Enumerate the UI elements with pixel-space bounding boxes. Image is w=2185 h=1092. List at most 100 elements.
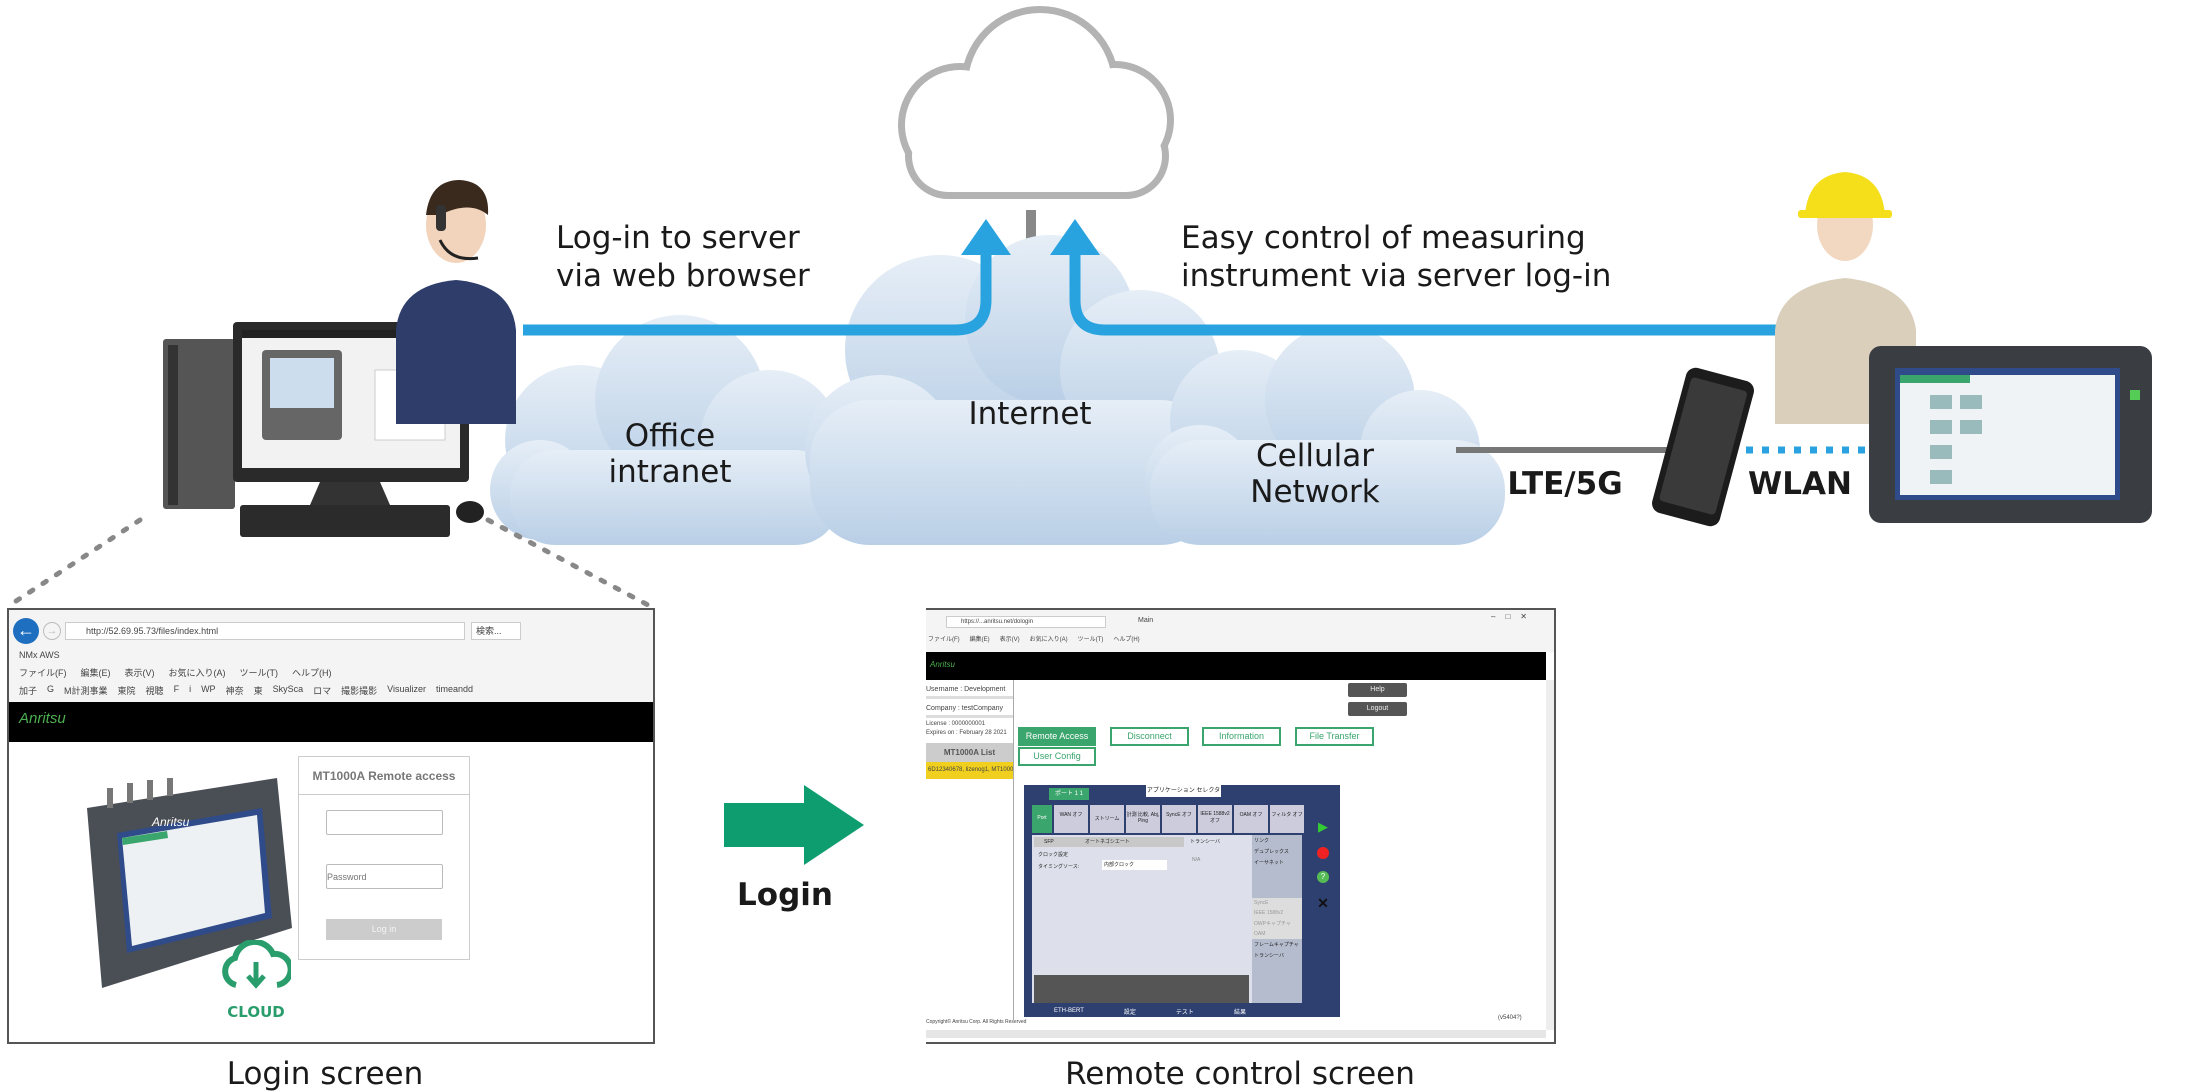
- instrument-tab[interactable]: 計測 比較, Abj, Ping: [1126, 805, 1160, 833]
- menu-bar: ファイル(F) 編集(E) 表示(V) お気に入り(A) ツール(T) ヘルプ(…: [928, 634, 1140, 643]
- wlan-label: WLAN: [1748, 466, 1852, 502]
- password-input[interactable]: [326, 864, 443, 889]
- logout-button[interactable]: Logout: [1348, 702, 1407, 716]
- timing-source-label: タイミングソース:: [1038, 864, 1080, 870]
- app-selector[interactable]: アプリケーション セレクタ: [1146, 785, 1221, 797]
- favorite-link[interactable]: 撮影撮影: [341, 686, 378, 696]
- device-list-item[interactable]: 6D12340678, lizenog1, MT1000: [926, 762, 1013, 779]
- favorite-link[interactable]: 神奈: [225, 686, 244, 696]
- menu-file[interactable]: ファイル(F): [19, 668, 67, 678]
- menu-tools[interactable]: ツール(T): [239, 668, 279, 678]
- window-controls[interactable]: –□✕: [1491, 612, 1537, 621]
- favorite-link[interactable]: G: [47, 684, 55, 694]
- label-line: Log-in to server: [556, 220, 800, 256]
- office-intranet-cloud: [490, 315, 840, 545]
- side-item[interactable]: IEEE 1588v2: [1252, 908, 1302, 918]
- side-item[interactable]: フレームキャプチャ: [1254, 942, 1299, 948]
- copyright-text: Copyright© Anritsu Corp. All Rights Rese…: [926, 1019, 1027, 1025]
- help-icon[interactable]: ?: [1317, 871, 1329, 883]
- favorite-link[interactable]: ロマ: [313, 686, 332, 696]
- device-brand: Anritsu: [151, 815, 190, 829]
- link-label: リンク: [1254, 838, 1270, 844]
- lte-label: LTE/5G: [1507, 466, 1623, 502]
- login-button[interactable]: Log in: [326, 919, 442, 940]
- favorite-link[interactable]: WP: [201, 684, 216, 694]
- instrument-tab[interactable]: ストリーム: [1090, 805, 1124, 833]
- url-bar[interactable]: https://...anritsu.net/dologin: [946, 616, 1106, 628]
- url-bar[interactable]: http://52.69.95.73/files/index.html: [65, 622, 465, 640]
- menu-help[interactable]: ヘルプ(H): [292, 668, 332, 678]
- menu-favorites[interactable]: お気に入り(A): [1029, 637, 1068, 643]
- instrument-remote-screen[interactable]: ポート 1 1 アプリケーション セレクタ Port WAN オフ ストリーム …: [1024, 785, 1340, 1017]
- instrument-tab[interactable]: WAN オフ: [1054, 805, 1088, 833]
- port-indicator[interactable]: ポート 1 1: [1049, 788, 1089, 800]
- label-line: intranet: [608, 454, 732, 490]
- instrument-tab[interactable]: IEEE 1588v2 オフ: [1198, 805, 1232, 833]
- mt1000a-device-image: Anritsu: [87, 778, 292, 988]
- username-label: Username : Development: [926, 680, 1013, 699]
- na-value: N/A: [1192, 857, 1201, 863]
- menu-edit[interactable]: 編集(E): [969, 637, 990, 643]
- information-button[interactable]: Information: [1202, 727, 1281, 746]
- help-button[interactable]: Help: [1348, 683, 1407, 697]
- remote-access-button[interactable]: Remote Access: [1018, 727, 1096, 746]
- favorite-link[interactable]: timeandd: [436, 684, 474, 694]
- menu-file[interactable]: ファイル(F): [928, 637, 960, 643]
- sfp-row: SFP オートネゴシエート: [1034, 837, 1184, 847]
- user-config-button[interactable]: User Config: [1018, 747, 1096, 766]
- bottom-setup[interactable]: 設定: [1123, 1009, 1136, 1016]
- remote-screen-caption: Remote control screen: [1065, 1056, 1415, 1092]
- horizontal-scrollbar[interactable]: [926, 1030, 1546, 1038]
- side-item[interactable]: OAM: [1252, 929, 1302, 939]
- file-transfer-button[interactable]: File Transfer: [1295, 727, 1374, 746]
- bottom-result[interactable]: 結果: [1233, 1009, 1246, 1016]
- side-item[interactable]: OWPキャプチャ: [1252, 918, 1302, 929]
- close-icon[interactable]: ✕: [1317, 895, 1329, 911]
- menu-help[interactable]: ヘルプ(H): [1113, 637, 1140, 643]
- vertical-scrollbar[interactable]: [1546, 680, 1554, 1030]
- favorite-link[interactable]: M計測事業: [64, 686, 108, 696]
- forward-button[interactable]: →: [43, 622, 61, 640]
- ethernet-label: イーサネット: [1254, 860, 1284, 866]
- back-button[interactable]: ←: [13, 618, 39, 644]
- favorite-link[interactable]: SkySca: [272, 684, 304, 694]
- label-line: Office: [624, 418, 716, 454]
- login-screen-caption: Login screen: [226, 1056, 424, 1092]
- favorite-link[interactable]: 視聴: [145, 686, 164, 696]
- instrument-tab[interactable]: フィルタ オフ: [1270, 805, 1304, 833]
- instrument-tab[interactable]: SyncE オフ: [1162, 805, 1196, 833]
- side-item[interactable]: トランシーバ: [1254, 953, 1284, 959]
- search-box[interactable]: 検索...: [471, 622, 521, 640]
- side-item[interactable]: SyncE: [1252, 898, 1302, 908]
- favorite-link[interactable]: Visualizer: [387, 684, 426, 694]
- cloud-badge-label: CLOUD: [227, 1003, 285, 1021]
- favorite-link[interactable]: 東: [253, 686, 263, 696]
- account-sidebar: Username : Development Company : testCom…: [926, 680, 1014, 1020]
- menu-favorites[interactable]: お気に入り(A): [168, 668, 226, 678]
- label-line: Easy control of measuring: [1181, 220, 1586, 256]
- instrument-tab[interactable]: OAM オフ: [1234, 805, 1268, 833]
- menu-edit[interactable]: 編集(E): [80, 668, 111, 678]
- instrument-tab[interactable]: Port: [1032, 805, 1052, 833]
- browser-tab[interactable]: NMx AWS: [19, 650, 60, 660]
- browser-tab[interactable]: Main: [1138, 617, 1154, 624]
- play-icon[interactable]: ▶: [1318, 819, 1328, 834]
- menu-view[interactable]: 表示(V): [124, 668, 155, 678]
- anritsu-logo: Anritsu: [19, 710, 66, 727]
- disconnect-button[interactable]: Disconnect: [1110, 727, 1189, 746]
- menu-tools[interactable]: ツール(T): [1077, 637, 1104, 643]
- login-arrow-icon: [724, 785, 864, 865]
- bottom-test[interactable]: テスト: [1175, 1009, 1194, 1016]
- arrow-up-icon: [1050, 219, 1100, 255]
- internet-label: Internet: [968, 396, 1092, 432]
- label-line: Cellular: [1256, 438, 1374, 474]
- favorite-link[interactable]: 加子: [19, 686, 38, 696]
- username-input[interactable]: [326, 810, 443, 835]
- menu-view[interactable]: 表示(V): [999, 637, 1020, 643]
- favorite-link[interactable]: i: [189, 684, 192, 694]
- favorite-link[interactable]: F: [173, 684, 180, 694]
- timing-source-select[interactable]: 内部クロック: [1102, 860, 1167, 870]
- favorite-link[interactable]: 東院: [117, 686, 136, 696]
- duplex-label: デュプレックス: [1254, 849, 1289, 855]
- record-icon[interactable]: [1317, 847, 1329, 859]
